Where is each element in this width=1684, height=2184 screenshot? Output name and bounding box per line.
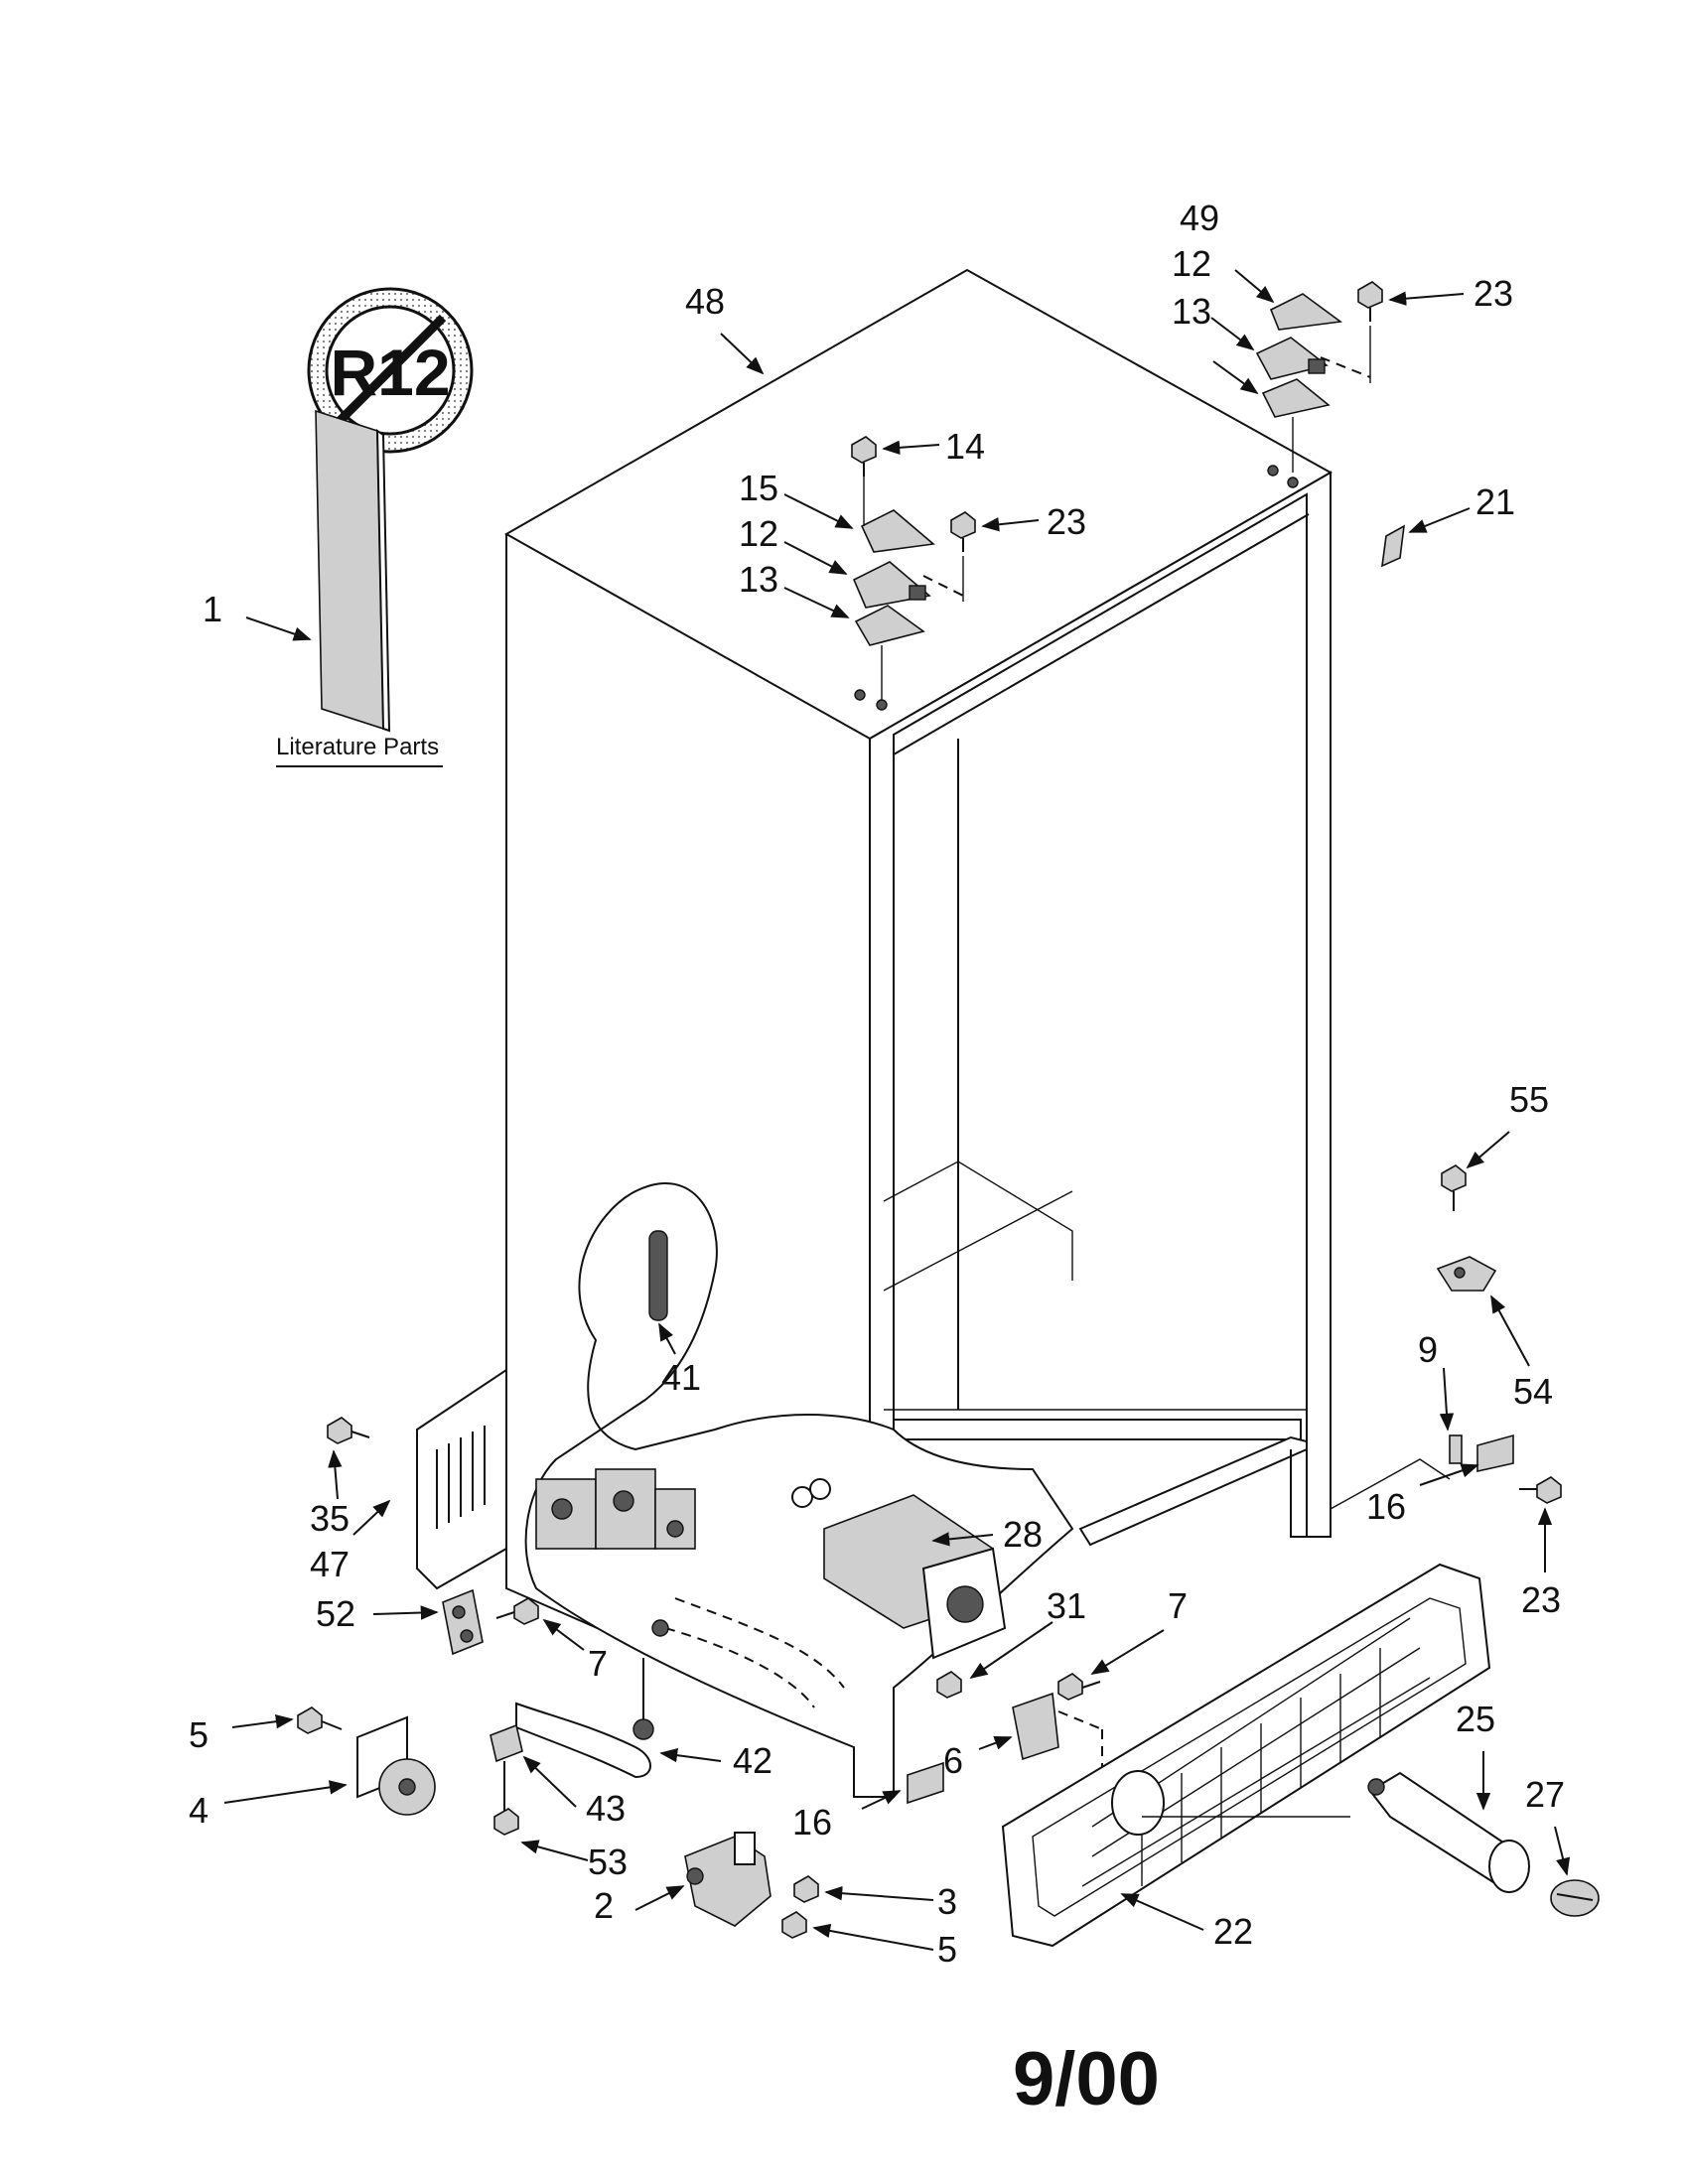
- callout-7-left: 7: [588, 1643, 608, 1684]
- screw-7-right: [1057, 1673, 1101, 1701]
- water-line-coil: [648, 1230, 668, 1321]
- callout-35: 35: [310, 1498, 350, 1539]
- callout-49: 49: [1180, 198, 1219, 238]
- screw-35: [327, 1417, 370, 1444]
- callout-5-right: 5: [937, 1929, 957, 1970]
- callout-1: 1: [203, 589, 222, 629]
- literature-booklet: [315, 409, 391, 733]
- grille-vents: [1141, 1648, 1381, 1886]
- left-hinge-cover: [860, 509, 935, 553]
- screw-23-lower: [1519, 1476, 1562, 1504]
- callout-42: 42: [733, 1740, 772, 1781]
- callout-15: 15: [739, 468, 778, 508]
- bracket-16-lower: [907, 1761, 944, 1805]
- callout-4: 4: [189, 1790, 209, 1831]
- tube-42: [515, 1702, 651, 1779]
- date-stamp: 9/00: [1013, 2037, 1160, 2121]
- control-valves: [535, 1468, 696, 1550]
- toe-grille-22: [1001, 1563, 1491, 1948]
- tube-fitting: [651, 1619, 669, 1637]
- left-hinge-bottom: [854, 605, 925, 646]
- dashed-tube-1: [674, 1597, 845, 1689]
- callout-21: 21: [1475, 481, 1515, 522]
- no-r12-badge: R12: [307, 287, 474, 454]
- bracket-54: [1436, 1256, 1497, 1292]
- screw-5-roller: [297, 1706, 343, 1734]
- left-hinge-top: [852, 561, 931, 609]
- screw-14: [851, 436, 877, 477]
- callout-28: 28: [1003, 1514, 1043, 1555]
- water-filter-25: [1367, 1771, 1530, 1893]
- callout-13-left: 13: [739, 559, 778, 600]
- callout-55: 55: [1509, 1079, 1549, 1120]
- callout-5-left: 5: [189, 1714, 209, 1755]
- callout-16-right: 16: [1366, 1486, 1406, 1527]
- screw-23-right: [1357, 281, 1383, 322]
- callout-9: 9: [1418, 1329, 1438, 1370]
- callout-41: 41: [661, 1357, 701, 1398]
- right-hinge-bottom: [1261, 378, 1331, 418]
- callout-52: 52: [316, 1593, 355, 1634]
- screw-23-left: [950, 511, 976, 552]
- callout-27: 27: [1525, 1774, 1565, 1815]
- screw-55: [1441, 1164, 1467, 1211]
- bracket-9: [1449, 1434, 1463, 1464]
- callout-31: 31: [1047, 1585, 1086, 1626]
- right-hinge-cover: [1269, 293, 1343, 331]
- tube-42-fitting: [632, 1718, 654, 1740]
- callout-16-lower: 16: [792, 1802, 832, 1843]
- callout-23-lower: 23: [1521, 1579, 1561, 1620]
- callout-54: 54: [1513, 1371, 1553, 1412]
- callout-12-right: 12: [1172, 243, 1211, 284]
- roller-4: [356, 1715, 436, 1816]
- right-hinge-top: [1255, 337, 1329, 380]
- dashed-tube-2: [664, 1627, 815, 1708]
- bracket-52: [442, 1588, 484, 1656]
- callout-25: 25: [1456, 1699, 1495, 1739]
- callout-22: 22: [1213, 1911, 1253, 1952]
- callout-3: 3: [937, 1881, 957, 1922]
- screw-5-hinge: [781, 1911, 807, 1939]
- literature-label: Literature Parts: [276, 734, 439, 760]
- hinge-2: [684, 1832, 772, 1927]
- screw-7-left: [495, 1597, 539, 1625]
- callout-23-top-right: 23: [1474, 273, 1513, 314]
- callout-43: 43: [586, 1788, 626, 1829]
- clip-43: [490, 1723, 523, 1763]
- callout-53: 53: [588, 1842, 628, 1882]
- grille-slots: [436, 1426, 486, 1529]
- callout-arrows: [223, 269, 1571, 1951]
- callout-6: 6: [943, 1740, 963, 1781]
- bracket-16-right: [1476, 1433, 1514, 1472]
- filter-cap-27: [1550, 1879, 1600, 1917]
- drain-tube-28: [791, 1478, 1007, 1660]
- callout-13-right: 13: [1172, 291, 1211, 332]
- callout-48: 48: [685, 281, 725, 322]
- callout-23-top-left: 23: [1047, 501, 1086, 542]
- callout-12-left: 12: [739, 513, 778, 554]
- clip-21: [1381, 524, 1405, 568]
- callout-7-right: 7: [1168, 1585, 1188, 1626]
- callout-14: 14: [945, 426, 985, 467]
- bracket-6: [1012, 1692, 1103, 1777]
- screw-31: [936, 1671, 962, 1699]
- screw-53: [493, 1761, 519, 1836]
- screw-3: [793, 1875, 819, 1903]
- callout-47: 47: [310, 1544, 350, 1584]
- callout-labels: 49 12 13 23 48 14 15 23 12 13 21 1 55 41…: [189, 198, 1565, 1970]
- callout-2: 2: [594, 1885, 614, 1926]
